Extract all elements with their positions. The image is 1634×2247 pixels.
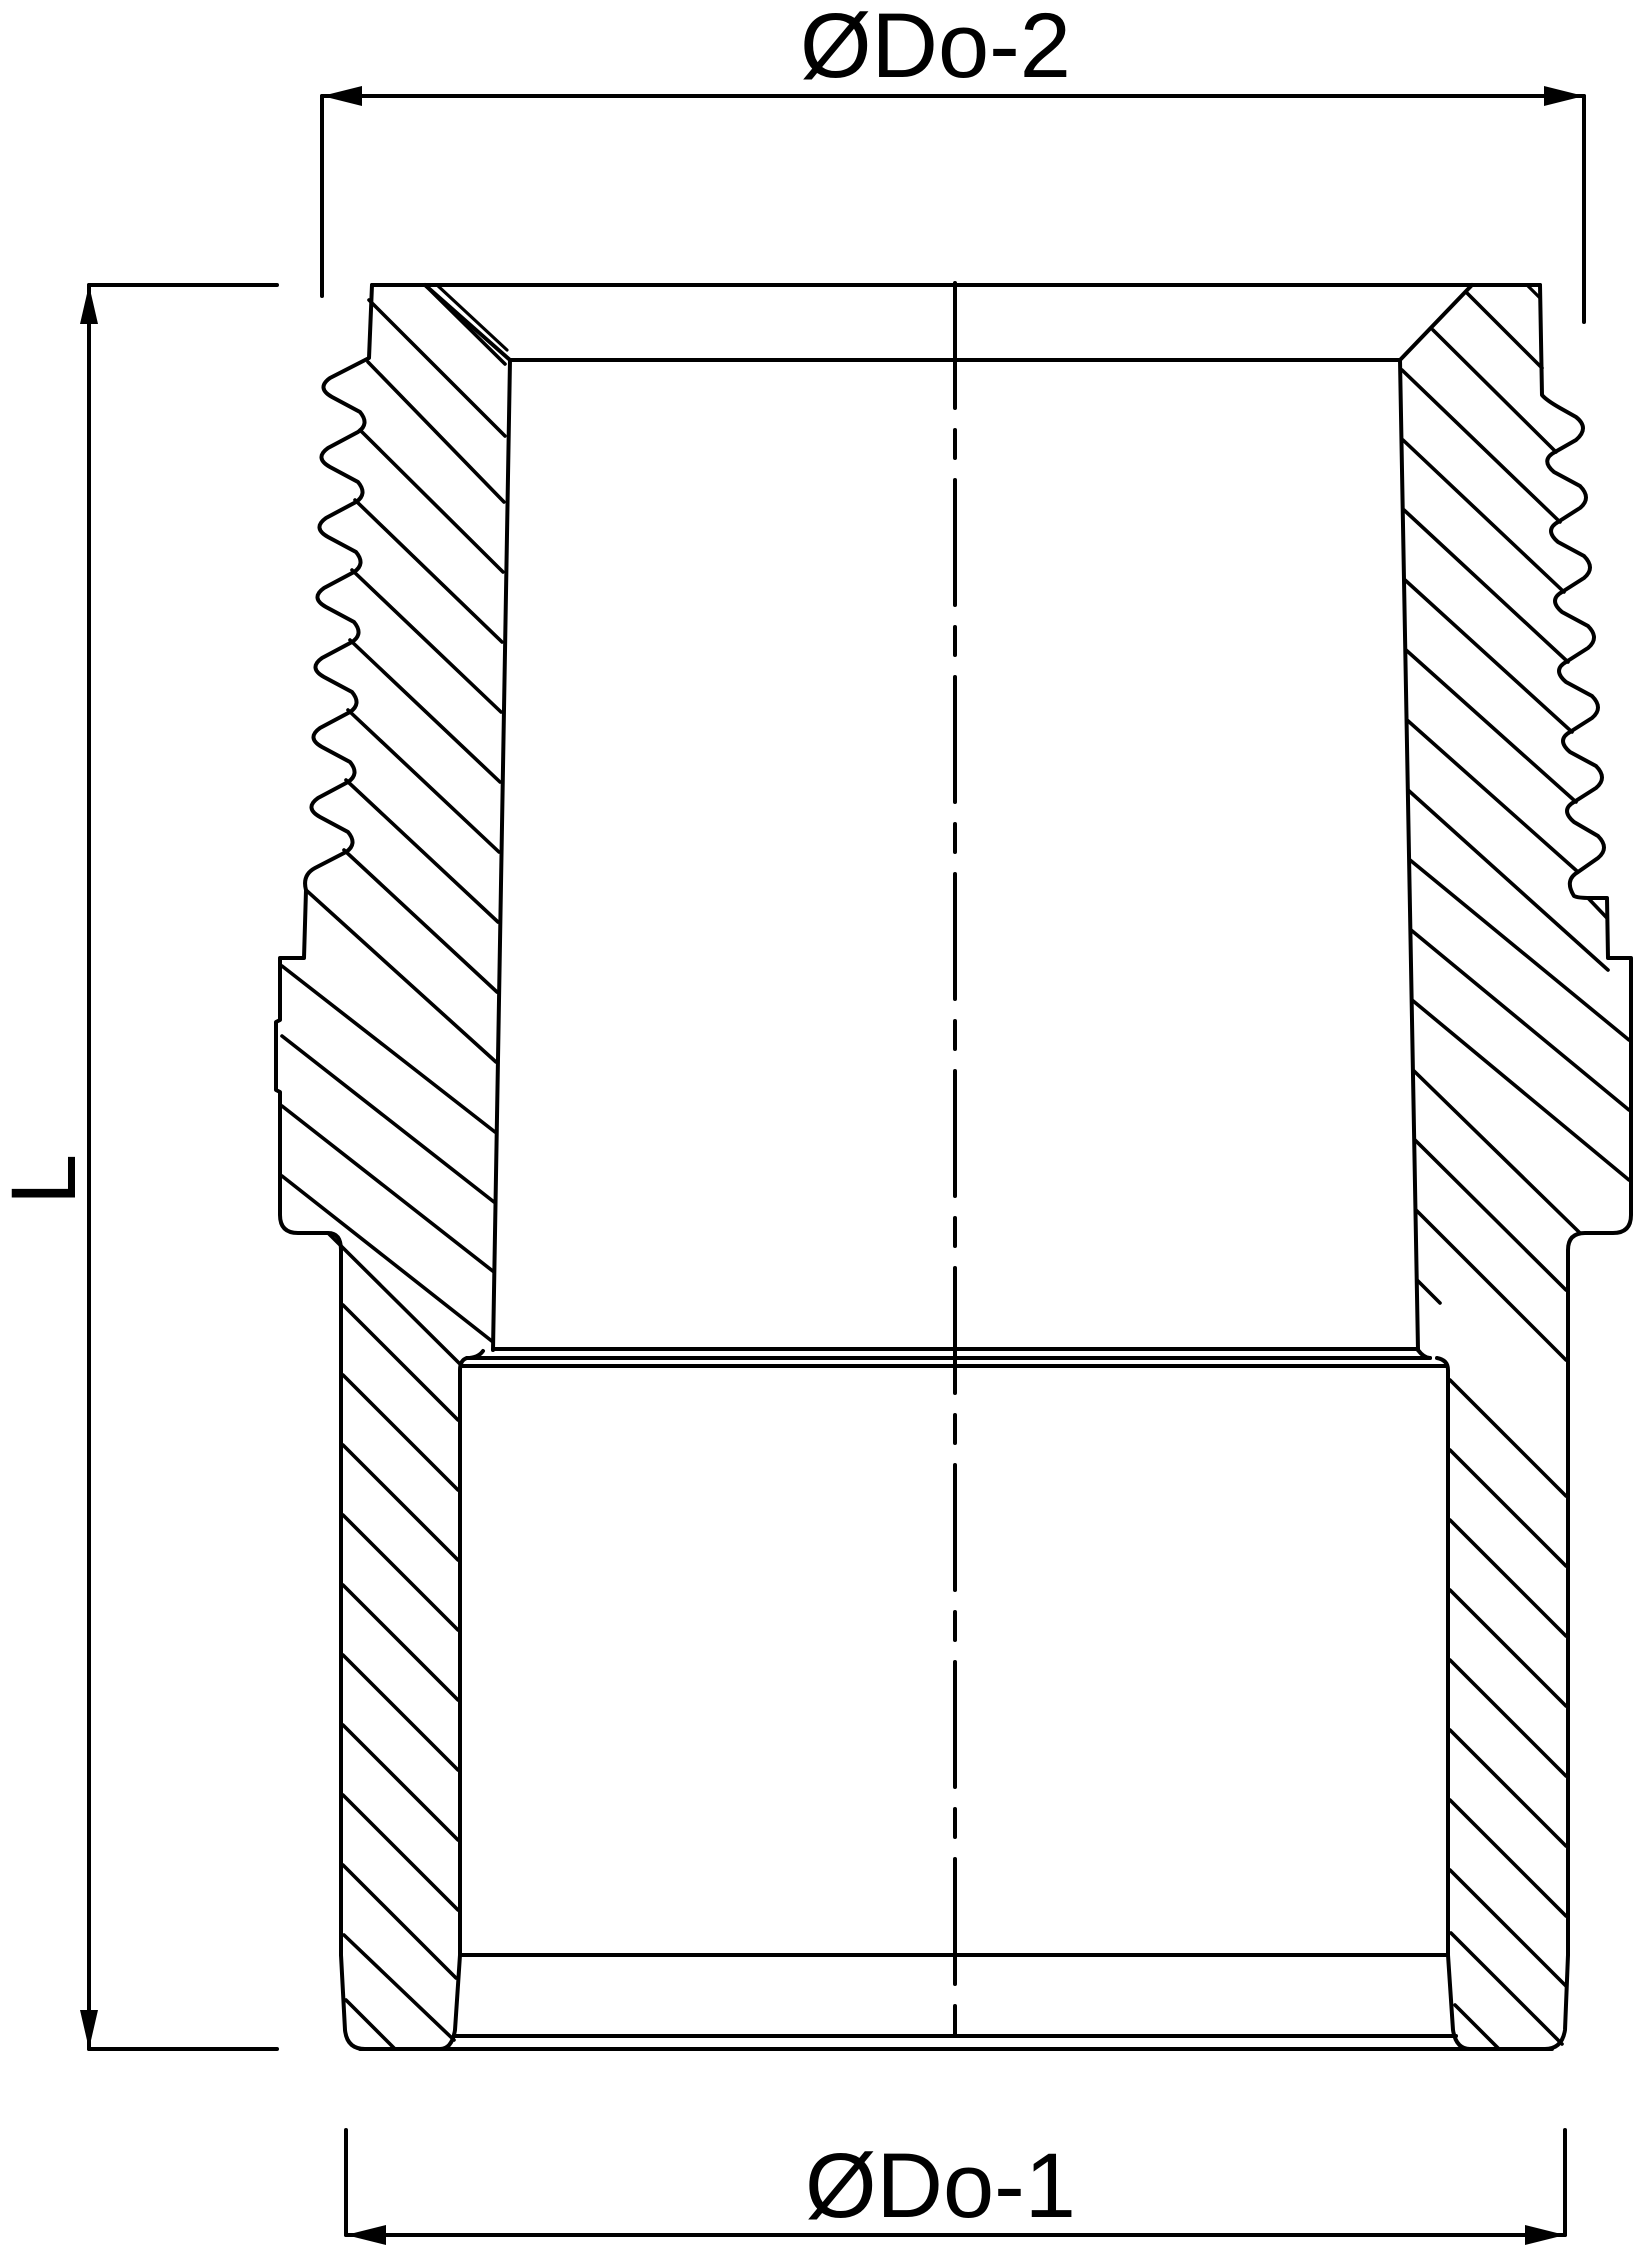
- hatch-right-lower: [1448, 1378, 1568, 2051]
- dimension-label-length: L: [0, 1153, 95, 1205]
- dimension-top-diameter: [320, 86, 1586, 324]
- lower-socket-end: [339, 1953, 1570, 2051]
- upper-bore: [491, 358, 1420, 1352]
- hatch-left-lower: [341, 1303, 460, 2051]
- dimension-bottom-diameter: [344, 2128, 1567, 2245]
- dimension-label-top-diameter: ØDo-2: [800, 0, 1071, 97]
- dimension-label-bottom-diameter: ØDo-1: [805, 2135, 1076, 2237]
- hatch-left-upper: [280, 283, 507, 1368]
- top-face: [370, 283, 1542, 362]
- dimension-length: [80, 283, 279, 2051]
- right-outer-profile: [1538, 283, 1633, 1957]
- left-outer-profile: [274, 283, 374, 1957]
- bore-step: [458, 1347, 1450, 1957]
- hatch-right-upper: [1400, 291, 1631, 1362]
